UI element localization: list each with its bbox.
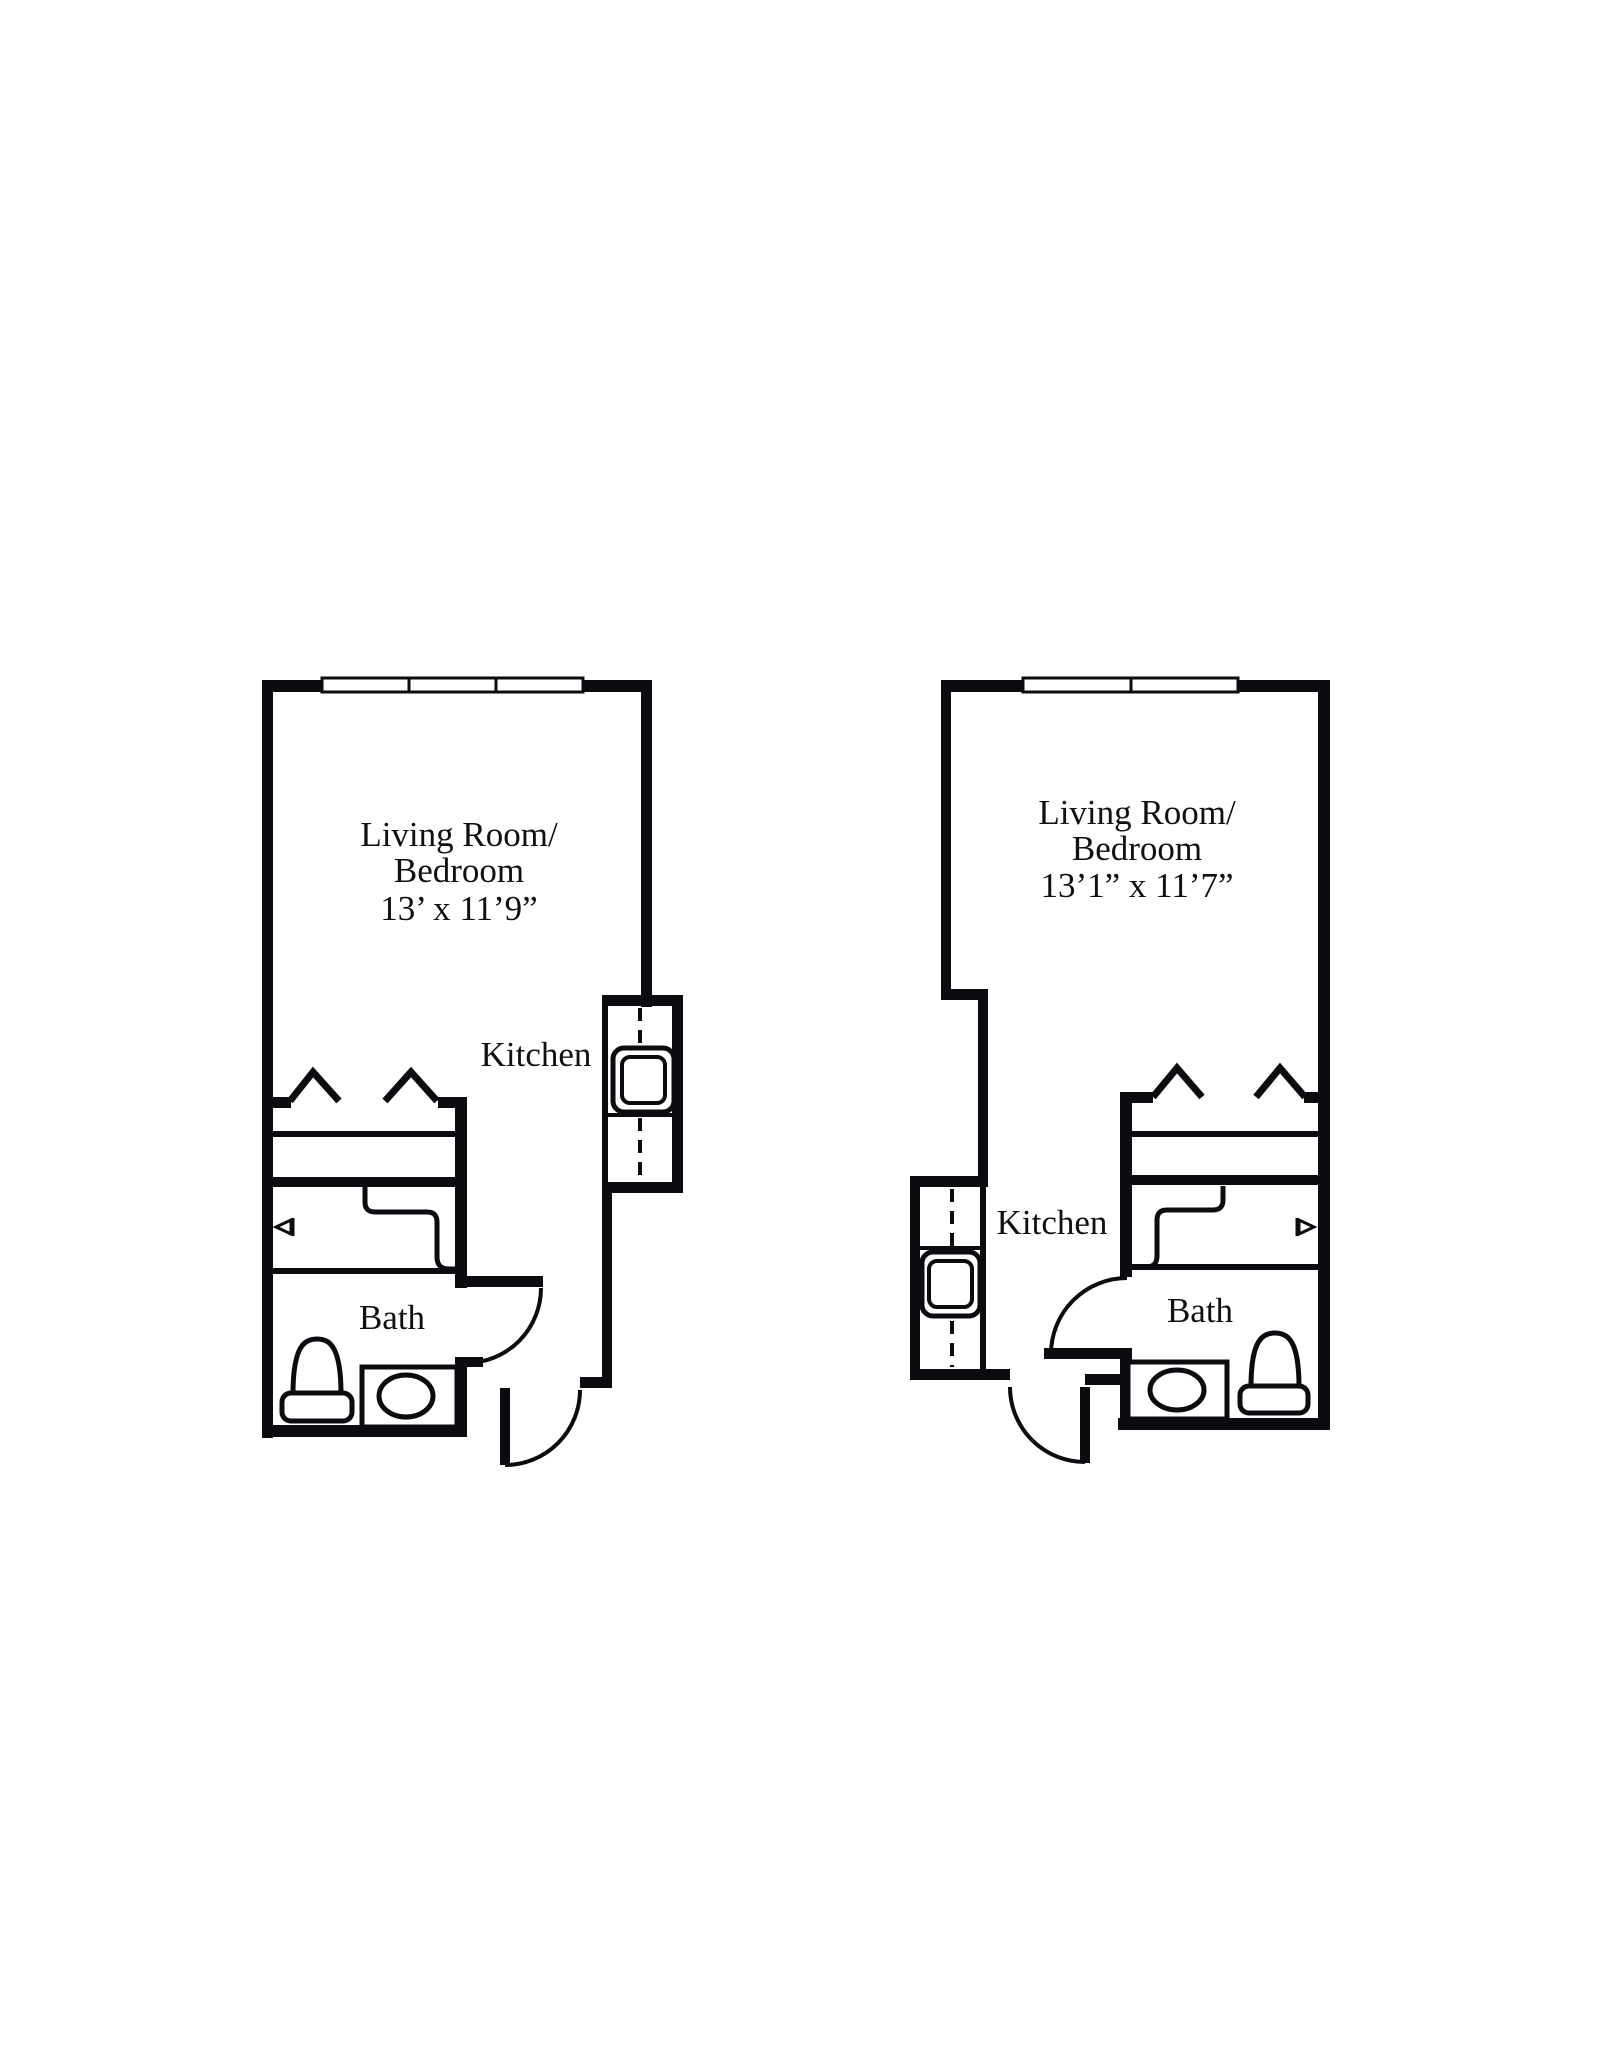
toilet-base: [1237, 1383, 1311, 1416]
right-window-icon: [1021, 676, 1240, 694]
kitchen-sink-icon: [919, 1249, 983, 1319]
closet-chevron-icon: [287, 1066, 342, 1104]
right-wall-west-mid: [978, 989, 988, 1187]
left-window-icon: [320, 676, 585, 694]
left-dressing-wall: [262, 1177, 467, 1187]
toilet-icon: [1248, 1330, 1302, 1388]
left-bath-divider-line: [272, 1268, 457, 1274]
kitchen-sink-basin: [620, 1055, 667, 1105]
right-bath-door-swing-arc: [1049, 1276, 1128, 1355]
right-kitchen-wall-bottom: [910, 1369, 1010, 1380]
kitchen-sink-basin: [927, 1259, 974, 1309]
right-entry-wall-stub: [1085, 1374, 1130, 1385]
left-entry-door-leaf: [500, 1388, 510, 1465]
floor-plan-right: Living Room/ Bedroom 13’1” x 11’7” Kitch…: [910, 676, 1330, 1464]
left-closet-wall-segment-1: [262, 1097, 291, 1108]
left-bath-door-leaf: [459, 1276, 543, 1287]
left-kitchen-wall-top: [602, 995, 683, 1006]
left-room-label-line1: Living Room/: [360, 815, 558, 854]
toilet-base: [279, 1390, 355, 1424]
wall-fixture-icon: [272, 1217, 295, 1237]
left-kitchen-wall-bottom: [602, 1182, 683, 1193]
right-closet-shelf-line: [1130, 1131, 1318, 1137]
left-counter-divider: [602, 1113, 674, 1117]
floor-plan-left: Living Room/ Bedroom 13’ x 11’9” Kitchen…: [262, 676, 683, 1467]
right-closet-wall-segment-1: [1130, 1092, 1153, 1103]
right-dressing-wall: [1120, 1175, 1330, 1185]
left-kitchen-wall-east: [672, 995, 683, 1193]
right-room-label-line1: Living Room/: [1038, 793, 1236, 832]
right-entry-door-leaf: [1080, 1387, 1090, 1463]
right-wall-jog: [941, 989, 988, 1000]
right-kitchen-wall-top: [910, 1176, 988, 1187]
right-bath-door-leaf: [1044, 1348, 1130, 1359]
left-corridor-wall-east: [602, 1182, 612, 1388]
left-closet-shelf-line: [272, 1131, 457, 1137]
closet-chevron-icon: [382, 1066, 440, 1104]
right-counter-front-edge: [980, 1187, 986, 1369]
bathroom-sink-icon: [376, 1372, 436, 1420]
left-room-label-line2: Bedroom: [394, 851, 524, 890]
left-entry-wall-stub: [580, 1377, 612, 1388]
right-room-label-line2: Bedroom: [1072, 829, 1202, 868]
window-frame: [320, 676, 585, 694]
left-bath-door-swing-arc: [465, 1287, 543, 1365]
right-counter-divider: [920, 1246, 986, 1250]
fixture-triangle: [272, 1217, 293, 1237]
right-wall-west-upper: [941, 680, 951, 1000]
left-wall-east-upper: [641, 680, 652, 1007]
left-closet-wall-segment-2: [438, 1097, 467, 1108]
right-kitchen-label: Kitchen: [997, 1203, 1108, 1242]
closet-chevron-icon: [1253, 1062, 1308, 1100]
right-closet-wall-segment-2: [1304, 1092, 1330, 1103]
left-kitchen-label: Kitchen: [481, 1035, 592, 1074]
left-vanity-counter-line: [362, 1187, 456, 1272]
right-kitchen-wall-west: [910, 1176, 920, 1380]
closet-chevron-icon: [1150, 1062, 1205, 1100]
right-entry-door-swing-arc: [1008, 1386, 1086, 1464]
right-wall-east: [1318, 680, 1330, 1430]
right-bath-label: Bath: [1167, 1291, 1234, 1330]
left-wall-west: [262, 680, 273, 1438]
bathroom-sink-icon: [1147, 1367, 1207, 1413]
right-bath-divider-line: [1132, 1264, 1318, 1270]
right-vanity-counter-line: [1132, 1186, 1226, 1270]
left-room-dimensions: 13’ x 11’9”: [380, 889, 537, 928]
left-entry-door-swing-arc: [504, 1389, 582, 1467]
fixture-triangle: [1297, 1217, 1318, 1237]
right-room-dimensions: 13’1” x 11’7”: [1040, 866, 1233, 905]
toilet-icon: [290, 1336, 344, 1395]
left-counter-front-edge: [602, 1006, 608, 1182]
kitchen-sink-icon: [610, 1045, 677, 1115]
left-bath-label: Bath: [359, 1298, 426, 1337]
left-interior-wall-upper: [455, 1097, 467, 1288]
wall-fixture-icon: [1295, 1217, 1318, 1237]
